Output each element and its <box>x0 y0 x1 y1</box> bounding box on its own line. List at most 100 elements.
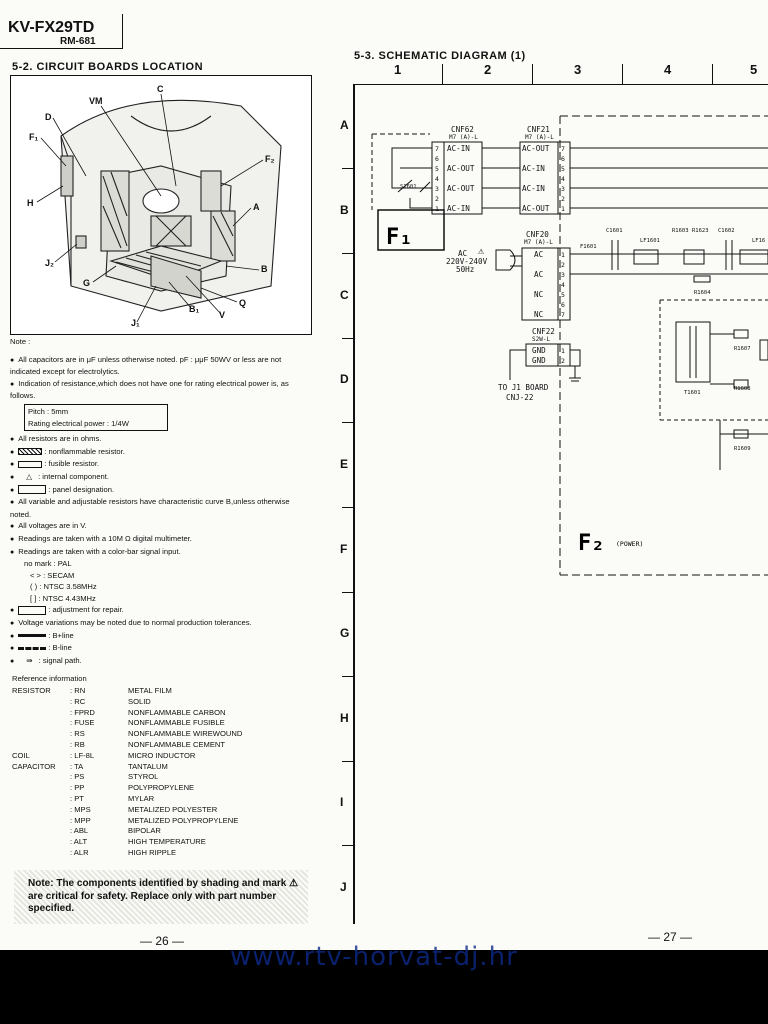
ref-desc: METALIZED POLYPROPYLENE <box>128 815 239 825</box>
bottom-band <box>0 950 768 1024</box>
row-tick <box>342 761 354 762</box>
row-h: H <box>340 711 349 725</box>
ref-desc: POLYPROPYLENE <box>128 783 195 793</box>
svg-text:1: 1 <box>561 251 565 259</box>
f1-label: F₁ <box>386 225 413 250</box>
note-voltages: All voltages are in V. <box>10 520 310 533</box>
part-lf1601: LF1601 <box>640 238 660 244</box>
col-5: 5 <box>750 62 758 77</box>
cnf22-pin2: GND <box>532 356 546 365</box>
cnf21-pin7: AC-OUT <box>522 144 550 153</box>
board-label-f1: F₁ <box>29 132 38 142</box>
page-number-right: — 27 — <box>648 930 693 944</box>
part-r1623: R1623 <box>692 228 709 234</box>
cnf22-label: CNF22 <box>532 327 555 336</box>
board-label-h: H <box>27 198 34 208</box>
row-tick <box>342 168 354 169</box>
cnf20-sub: M7 (A)-L <box>524 239 553 246</box>
cnf62-sub: M7 (A)-L <box>449 134 478 141</box>
safety-note: Note: The components identified by shadi… <box>14 870 308 924</box>
ref-desc: METAL FILM <box>128 686 172 695</box>
board-label-b: B <box>261 264 268 274</box>
cnf62-pin7: AC-IN <box>447 144 470 153</box>
to-j1-label: TO J1 BOARD <box>498 383 549 392</box>
board-label-j2: J₂ <box>45 258 54 268</box>
ref-desc: SOLID <box>128 696 151 706</box>
row-e: E <box>340 457 349 471</box>
ref-desc: METALIZED POLYESTER <box>128 804 218 814</box>
svg-text:2: 2 <box>561 195 565 203</box>
board-label-b1: B₁ <box>189 304 199 314</box>
svg-text:1: 1 <box>435 205 439 213</box>
col-3: 3 <box>574 62 582 77</box>
column-header-bar <box>354 62 768 85</box>
row-b: B <box>340 203 349 217</box>
s1601-label: S1601 <box>400 184 417 190</box>
ref-code: : MPP <box>70 815 91 825</box>
ref-category: RESISTOR <box>12 686 51 695</box>
col-2: 2 <box>484 62 492 77</box>
svg-text:5: 5 <box>435 165 439 173</box>
ref-desc: NONFLAMMABLE FUSIBLE <box>128 718 225 728</box>
cnf62-pin3: AC-OUT <box>447 184 475 193</box>
triangle-icon: △ <box>26 471 33 481</box>
boards-illustration: VM C D F₁ F₂ H A J₂ G B Q V B₁ J₁ <box>10 75 312 335</box>
board-label-c: C <box>157 84 164 94</box>
note-multimeter: Readings are taken with a 10M Ω digital … <box>10 533 310 546</box>
cnf62-label: CNF62 <box>451 125 474 134</box>
f2-sub: (POWER) <box>616 540 643 548</box>
svg-text:6: 6 <box>561 155 565 163</box>
ref-code: : MPS <box>70 804 91 814</box>
cnf20-pin5: NC <box>534 290 543 299</box>
svg-text:7: 7 <box>561 311 565 319</box>
ref-desc: HIGH TEMPERATURE <box>128 837 206 847</box>
ref-code: : TA <box>70 761 84 771</box>
ref-desc: MYLAR <box>128 793 155 803</box>
row-g: G <box>340 626 350 640</box>
svg-text:4: 4 <box>561 281 565 289</box>
row-f: F <box>340 542 348 556</box>
ref-code: : RB <box>70 739 85 749</box>
cnf21-pin1: AC-OUT <box>522 204 550 213</box>
row-i: I <box>340 795 344 809</box>
ref-code: : LF-8L <box>70 750 95 760</box>
svg-text:3: 3 <box>435 185 439 193</box>
bminus-line-icon <box>18 646 47 650</box>
ref-desc: STYROL <box>128 772 159 782</box>
mode-ntsc358: ( ) : NTSC 3.58MHz <box>30 582 97 592</box>
svg-text:4: 4 <box>435 175 439 183</box>
ref-code: : FPRD <box>70 707 95 717</box>
pitch-box: Pitch : 5mm Rating electrical power : 1/… <box>24 403 168 432</box>
svg-text:2: 2 <box>561 261 565 269</box>
row-axis <box>353 84 355 924</box>
cnf21-pin5: AC-IN <box>522 164 545 173</box>
row-tick <box>342 592 354 593</box>
reference-row: : MPS METALIZED POLYESTER <box>12 805 242 816</box>
svg-text:3: 3 <box>561 271 565 279</box>
model-name: KV-FX29TD <box>8 19 95 36</box>
safety-text: Note: The components identified by shadi… <box>28 878 299 914</box>
note-capacitors: All capacitors are in μF unless otherwis… <box>10 354 310 378</box>
note-panel: : panel designation. <box>10 484 310 497</box>
panel-box-icon <box>18 485 47 495</box>
ref-code: : RS <box>70 729 85 739</box>
part-f1601: F1601 <box>580 244 597 250</box>
part-r1607: R1607 <box>734 346 751 352</box>
row-tick <box>342 422 354 423</box>
note-internal: △: internal component. <box>10 471 310 484</box>
svg-text:1: 1 <box>561 347 565 355</box>
col-divider <box>442 64 443 84</box>
cnf22-pin1: GND <box>532 346 546 355</box>
svg-text:5: 5 <box>561 165 565 173</box>
note-tolerance: Voltage variations may be noted due to n… <box>10 617 310 630</box>
warning-icon: ⚠ <box>478 246 485 257</box>
row-a: A <box>340 118 349 132</box>
boards-section-title: 5-2. CIRCUIT BOARDS LOCATION <box>12 61 204 73</box>
title-box <box>0 14 123 49</box>
